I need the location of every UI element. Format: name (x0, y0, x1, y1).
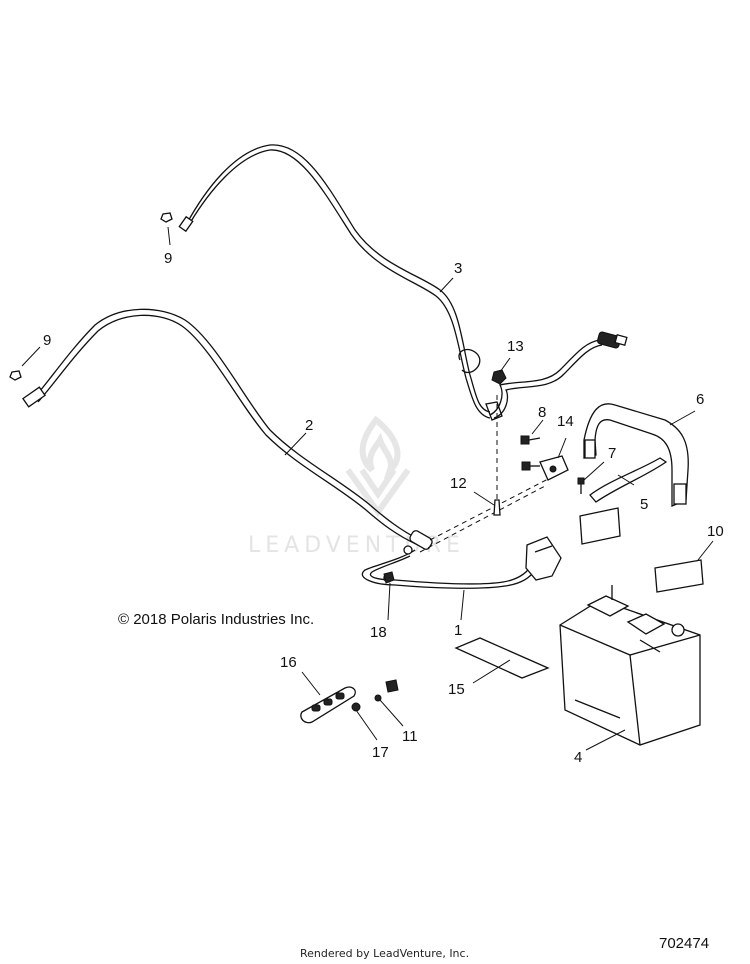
part-8-bolt (520, 435, 541, 445)
part-13-nut (491, 369, 507, 385)
watermark-logo-icon (345, 415, 411, 518)
part-9-nut-upper (160, 212, 173, 223)
cable-2-boot (409, 530, 433, 550)
cable-3-end-terminal (178, 215, 194, 233)
part-17-nut (351, 702, 361, 712)
callout-10: 10 (707, 523, 724, 540)
part-16-plate (300, 686, 356, 724)
callout-1: 1 (454, 622, 462, 639)
callout-9-left: 9 (43, 332, 51, 349)
watermark: LEADVENTURE (248, 415, 460, 558)
assembly-guides (419, 395, 551, 553)
callout-17: 17 (372, 744, 389, 761)
callout-6: 6 (696, 391, 704, 408)
callout-2: 2 (305, 417, 313, 434)
callout-14: 14 (557, 413, 574, 430)
callout-4: 4 (574, 749, 582, 766)
callout-12: 12 (450, 475, 467, 492)
callout-9-upper: 9 (164, 250, 172, 267)
callout-7: 7 (608, 445, 616, 462)
callout-3: 3 (454, 260, 462, 277)
callout-13: 13 (507, 338, 524, 355)
part-9-nut-left (9, 370, 22, 381)
part-14-relay (521, 455, 569, 481)
part-7-screw (577, 477, 585, 494)
leader-lines (21, 226, 714, 751)
part-6-bracket (583, 403, 689, 507)
copyright-text: © 2018 Polaris Industries Inc. (118, 611, 314, 628)
part-11-hardware (374, 679, 399, 702)
part-10-pad (654, 559, 704, 593)
part-18-nut (383, 571, 395, 584)
part-12-stud (493, 499, 501, 516)
pad-small (579, 507, 621, 545)
figure-number: 702474 (659, 935, 709, 952)
callout-15: 15 (448, 681, 465, 698)
cable-2 (22, 308, 433, 550)
part-5-strap (589, 457, 668, 503)
cable-2-end-terminal (22, 386, 46, 408)
callout-11: 11 (402, 728, 418, 745)
callout-18: 18 (370, 624, 387, 641)
cable-1-terminal-cover (525, 536, 562, 581)
callout-5: 5 (640, 496, 648, 513)
callouts: 1 2 3 4 5 6 7 8 9 9 10 11 12 13 14 15 16… (43, 250, 724, 766)
cable-3 (178, 144, 628, 421)
callout-8: 8 (538, 404, 546, 421)
part-15-label (454, 637, 550, 679)
footer-credit: Rendered by LeadVenture, Inc. (300, 947, 469, 960)
callout-16: 16 (280, 654, 297, 671)
part-4-battery (559, 585, 701, 746)
